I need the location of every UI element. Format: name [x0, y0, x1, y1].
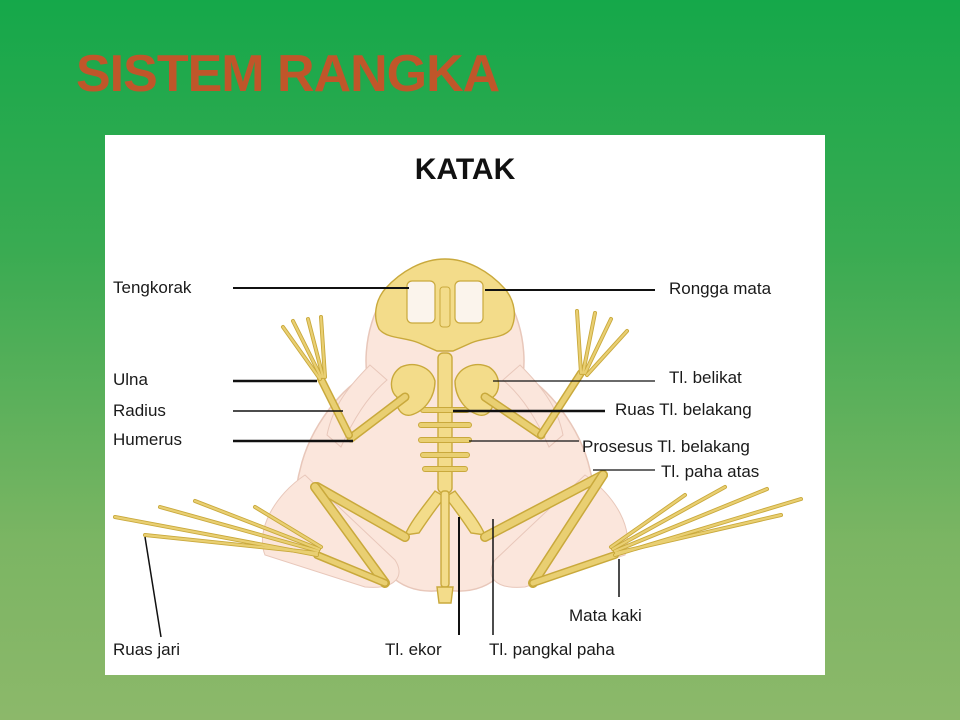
slide-title: SISTEM RANGKA	[76, 45, 500, 103]
label-rongga-mata: Rongga mata	[669, 279, 772, 298]
label-tl-pangkal-paha: Tl. pangkal paha	[489, 640, 615, 659]
spine	[418, 352, 472, 494]
left-arm-bones	[281, 315, 410, 443]
right-leg-bones	[480, 470, 803, 588]
skull-bone	[374, 258, 516, 352]
label-ruas-tl-belakang: Ruas Tl. belakang	[615, 400, 752, 419]
pelvis	[403, 490, 487, 604]
label-mata-kaki: Mata kaki	[569, 606, 642, 625]
left-leg-bones	[113, 482, 410, 588]
label-tl-belikat: Tl. belikat	[669, 368, 742, 387]
label-tengkorak: Tengkorak	[113, 278, 192, 297]
label-radius: Radius	[113, 401, 166, 420]
right-eye-socket	[454, 280, 484, 324]
label-tl-ekor: Tl. ekor	[385, 640, 442, 659]
left-eye-socket	[406, 280, 436, 324]
label-ruas-jari: Ruas jari	[113, 640, 180, 659]
right-arm-bones	[480, 309, 629, 440]
label-prosesus-tl-belakang: Prosesus Tl. belakang	[582, 437, 750, 456]
diagram-title: KATAK	[415, 153, 516, 186]
label-tl-paha-atas: Tl. paha atas	[661, 462, 759, 481]
label-humerus: Humerus	[113, 430, 182, 449]
urostyle	[440, 490, 450, 588]
label-ulna: Ulna	[113, 370, 149, 389]
leader-lines	[144, 287, 655, 638]
frog-skeleton-diagram: KATAK	[105, 135, 825, 675]
